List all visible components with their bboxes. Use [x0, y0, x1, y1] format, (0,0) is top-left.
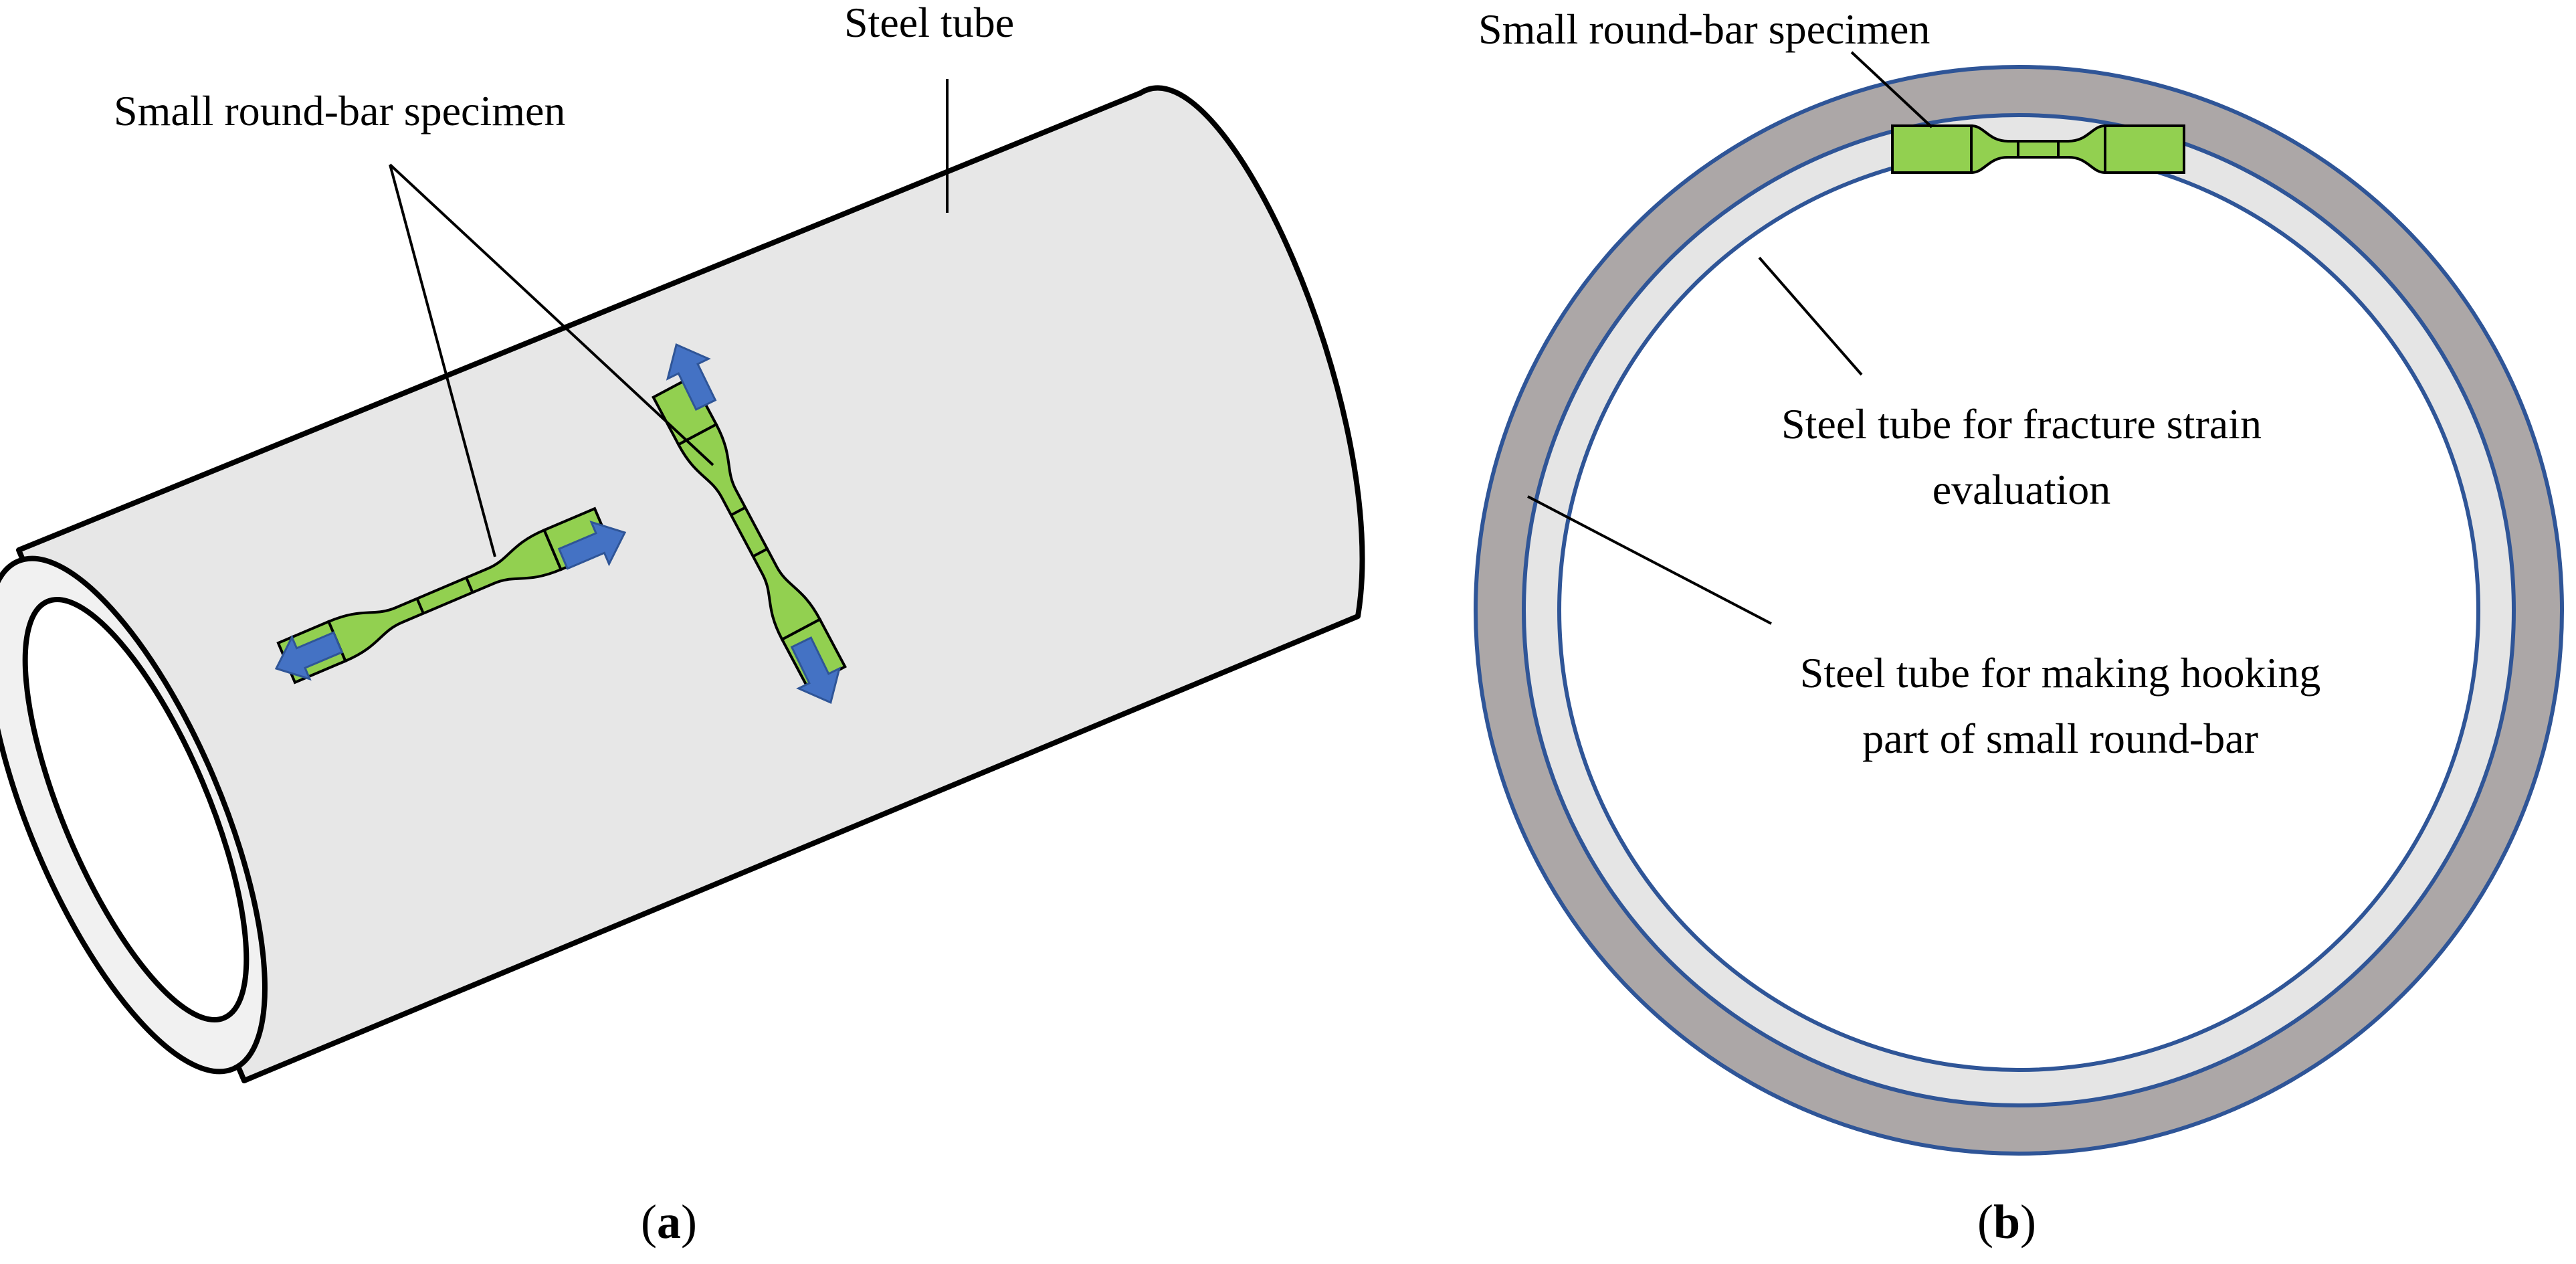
specimen-circumferential: [652, 375, 847, 689]
leader-specimen-b: [1850, 51, 1933, 128]
label-hooking-line1: Steel tube for making hooking: [1800, 649, 2321, 697]
leader-specimen-axial: [389, 164, 496, 557]
label-specimen-b: Small round-bar specimen: [1478, 5, 1930, 53]
caption-a: (a): [641, 1195, 697, 1249]
label-specimen-a: Small round-bar specimen: [114, 87, 565, 134]
panel-b: Small round-bar specimen Steel tube for …: [1474, 5, 2564, 1249]
leader-fracture-tube: [1758, 256, 1863, 376]
panel-a: Steel tube Small round-bar specimen (a): [0, 0, 1365, 1249]
leader-hooking-tube: [1527, 495, 1772, 625]
label-fracture-line1: Steel tube for fracture strain: [1781, 400, 2262, 448]
caption-b: (b): [1977, 1195, 2036, 1249]
label-steel-tube: Steel tube: [844, 0, 1014, 46]
leader-specimen-circ: [389, 163, 714, 466]
specimen-ring: [1891, 124, 2185, 175]
steel-tube-body: [16, 85, 1365, 1083]
tube-bore: [1557, 149, 2480, 1072]
tube-end-inner-opening: [22, 597, 250, 1022]
label-fracture-line2: evaluation: [1933, 466, 2111, 513]
label-hooking-line2: part of small round-bar: [1862, 715, 2258, 762]
